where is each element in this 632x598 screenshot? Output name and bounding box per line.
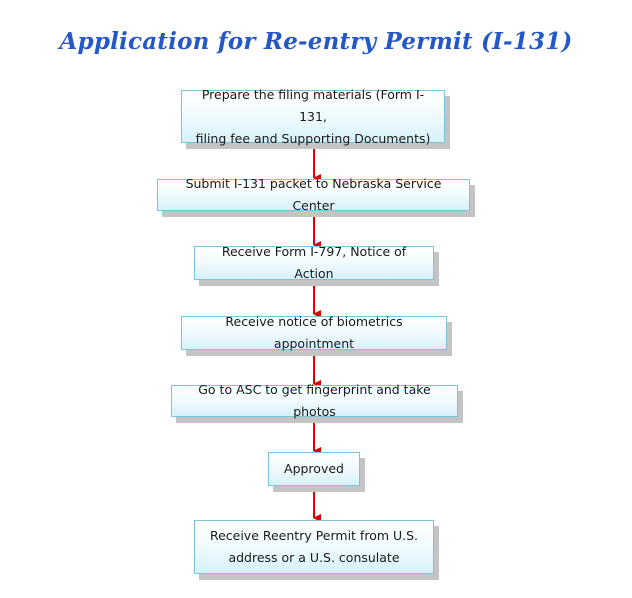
diagram-title: Application for Re-entry Permit (I-131) — [59, 28, 573, 55]
step-receive-i797: Receive Form I-797, Notice of Action — [194, 244, 434, 281]
step-asc-fingerprint: Go to ASC to get fingerprint and take ph… — [171, 382, 458, 419]
step-label: Prepare the filing materials (Form I-131… — [195, 86, 431, 146]
step-label: Submit I-131 packet to Nebraska Service … — [185, 176, 442, 213]
step-biometrics-notice: Receive notice of biometrics appointment — [181, 314, 447, 351]
step-receive-permit: Receive Reentry Permit from U.S. address… — [194, 520, 434, 574]
step-label: Receive Reentry Permit from U.S. address… — [209, 528, 419, 565]
step-label: Receive Form I-797, Notice of Action — [221, 244, 407, 281]
step-prepare-materials: Prepare the filing materials (Form I-131… — [181, 87, 445, 146]
step-label: Approved — [284, 461, 344, 476]
step-submit-packet: Submit I-131 packet to Nebraska Service … — [157, 176, 470, 213]
step-label: Receive notice of biometrics appointment — [225, 314, 403, 351]
step-label: Go to ASC to get fingerprint and take ph… — [198, 382, 431, 419]
step-approved: Approved — [268, 452, 360, 486]
